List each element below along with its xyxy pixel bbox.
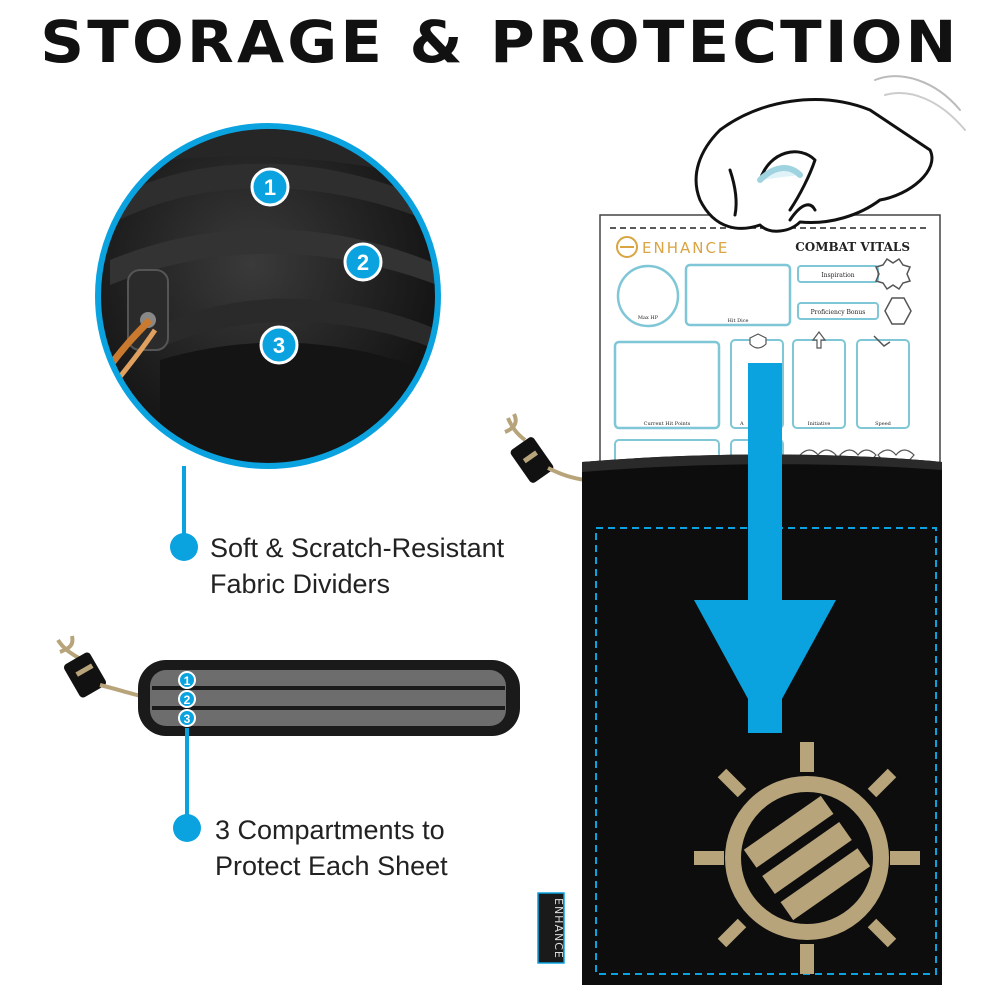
closeup-marker-3: [259, 325, 299, 365]
profile-marker-1-label: 1: [184, 674, 191, 688]
sheet-label-current-hp: Current Hit Points: [644, 421, 691, 427]
dividers-callout-line-2: Fabric Dividers: [210, 569, 391, 599]
closeup-marker-2-label: 2: [357, 250, 369, 275]
closeup-marker-2: [343, 242, 383, 282]
bag-label-tag: ENHANCE: [552, 898, 565, 959]
sheet-brand-logo: [616, 236, 638, 258]
dividers-callout-dot: [170, 533, 198, 561]
compartments-callout: 3 Compartments to Protect Each Sheet: [215, 812, 448, 884]
profile-marker-2: [178, 690, 196, 708]
sheet-brand: ENHANCE: [642, 239, 729, 257]
sheet-label-speed: Speed: [875, 421, 892, 427]
profile-marker-3: [178, 709, 196, 727]
sheet-label-armor: A: [739, 421, 744, 427]
insert-arrow: [694, 363, 836, 733]
character-sheet: ENHANCE COMBAT VITALS Max HP Hit Dice In…: [599, 214, 941, 471]
dividers-callout-line-1: Soft & Scratch-Resistant: [210, 533, 505, 563]
dividers-callout: Soft & Scratch-Resistant Fabric Dividers: [210, 530, 504, 602]
sheet-label-inspiration: Inspiration: [821, 272, 854, 279]
sheet-label-max-hp: Max HP: [638, 315, 659, 321]
sheet-label-initiative: Initiative: [808, 421, 831, 427]
compartments-callout-line-1: 3 Compartments to: [215, 815, 445, 845]
brand-emblem-icon: [694, 742, 920, 974]
closeup-marker-1-label: 1: [264, 175, 276, 200]
profile-marker-1: [178, 671, 196, 689]
closeup-marker-1: [250, 167, 290, 207]
pouch-profile: 1 2 3: [56, 635, 520, 736]
fabric-closeup: 1 2 3: [95, 123, 441, 469]
sheet-label-proficiency: Proficiency Bonus: [811, 309, 866, 316]
hand-illustration: [694, 75, 966, 233]
bag-body: [537, 454, 942, 985]
page-title: STORAGE & PROTECTION: [40, 8, 960, 76]
bag-drawstring: [504, 413, 586, 483]
profile-marker-3-label: 3: [184, 712, 191, 726]
sheet-heading: COMBAT VITALS: [795, 240, 910, 254]
compartments-callout-dot: [173, 814, 201, 842]
compartments-callout-line-2: Protect Each Sheet: [215, 851, 448, 881]
closeup-marker-3-label: 3: [273, 333, 285, 358]
sheet-label-hit-dice: Hit Dice: [728, 318, 749, 324]
profile-marker-2-label: 2: [184, 693, 191, 707]
